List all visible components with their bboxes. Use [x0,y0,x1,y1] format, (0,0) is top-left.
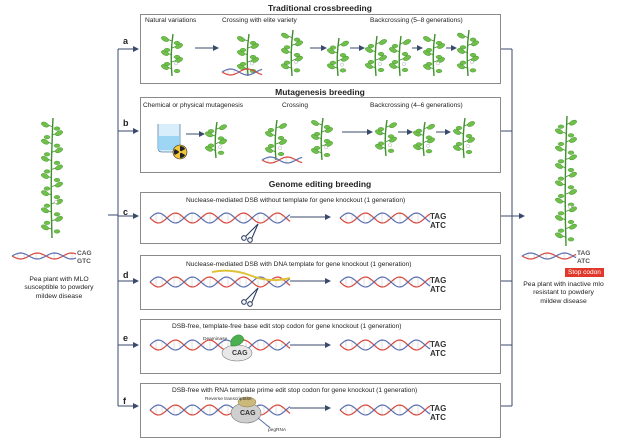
scissors-icon-c [242,224,258,242]
dna-c-before [150,213,290,223]
edited-codon-e-bottom: ATC [430,349,446,358]
dna-e-after [340,340,430,350]
edited-codon-d-top: TAG [430,276,446,285]
plant-a-6 [388,36,411,76]
plant-b-5 [412,122,435,156]
plant-left-big [40,118,63,238]
plant-b-2 [264,120,287,160]
edited-codon-c-top: TAG [430,212,446,221]
edited-codon-f-top: TAG [430,404,446,413]
codon-label-e: CAG [232,350,248,357]
guide-label-f: pegRNA [268,428,286,433]
radiation-icon [173,145,187,159]
plant-a-1 [160,34,183,76]
dna-c-after [340,213,430,223]
plant-b-4 [374,120,397,156]
plant-b-6 [452,118,475,158]
plant-a-2 [236,34,259,76]
edited-codon-d-bottom: ATC [430,285,446,294]
scissors-icon-d [242,288,258,306]
right-codon-bottom: ATC [577,258,590,265]
dna-f-before [150,405,290,415]
dna-d-before [150,277,290,287]
left-connectors [108,49,138,406]
edited-codon-e-top: TAG [430,340,446,349]
plant-a-7 [422,34,445,76]
enzyme-label-e: Deaminase [203,337,227,342]
plant-a-4 [326,38,349,76]
dna-right [522,253,576,259]
right-codon-top: TAG [577,250,590,257]
plant-b-1 [204,122,227,158]
edited-codon-f-bottom: ATC [430,413,446,422]
dna-a-small [222,69,262,75]
enzyme-label-f: Reverse transcriptase [205,397,252,402]
plant-b-3 [310,118,333,160]
dna-template-strand [212,271,290,280]
plant-a-8 [456,30,479,76]
left-codon-bottom: GTC [77,258,91,265]
dna-b-small [262,157,302,163]
plant-right-big [554,116,577,246]
dna-d-after [340,277,430,287]
left-codon-top: CAG [77,250,92,257]
dna-left [12,253,76,259]
right-connectors [501,49,524,406]
plant-a-5 [364,36,387,76]
plant-a-3 [280,30,303,76]
codon-label-f: CAG [240,410,256,417]
dna-f-after [340,405,430,415]
edited-codon-c-bottom: ATC [430,221,446,230]
